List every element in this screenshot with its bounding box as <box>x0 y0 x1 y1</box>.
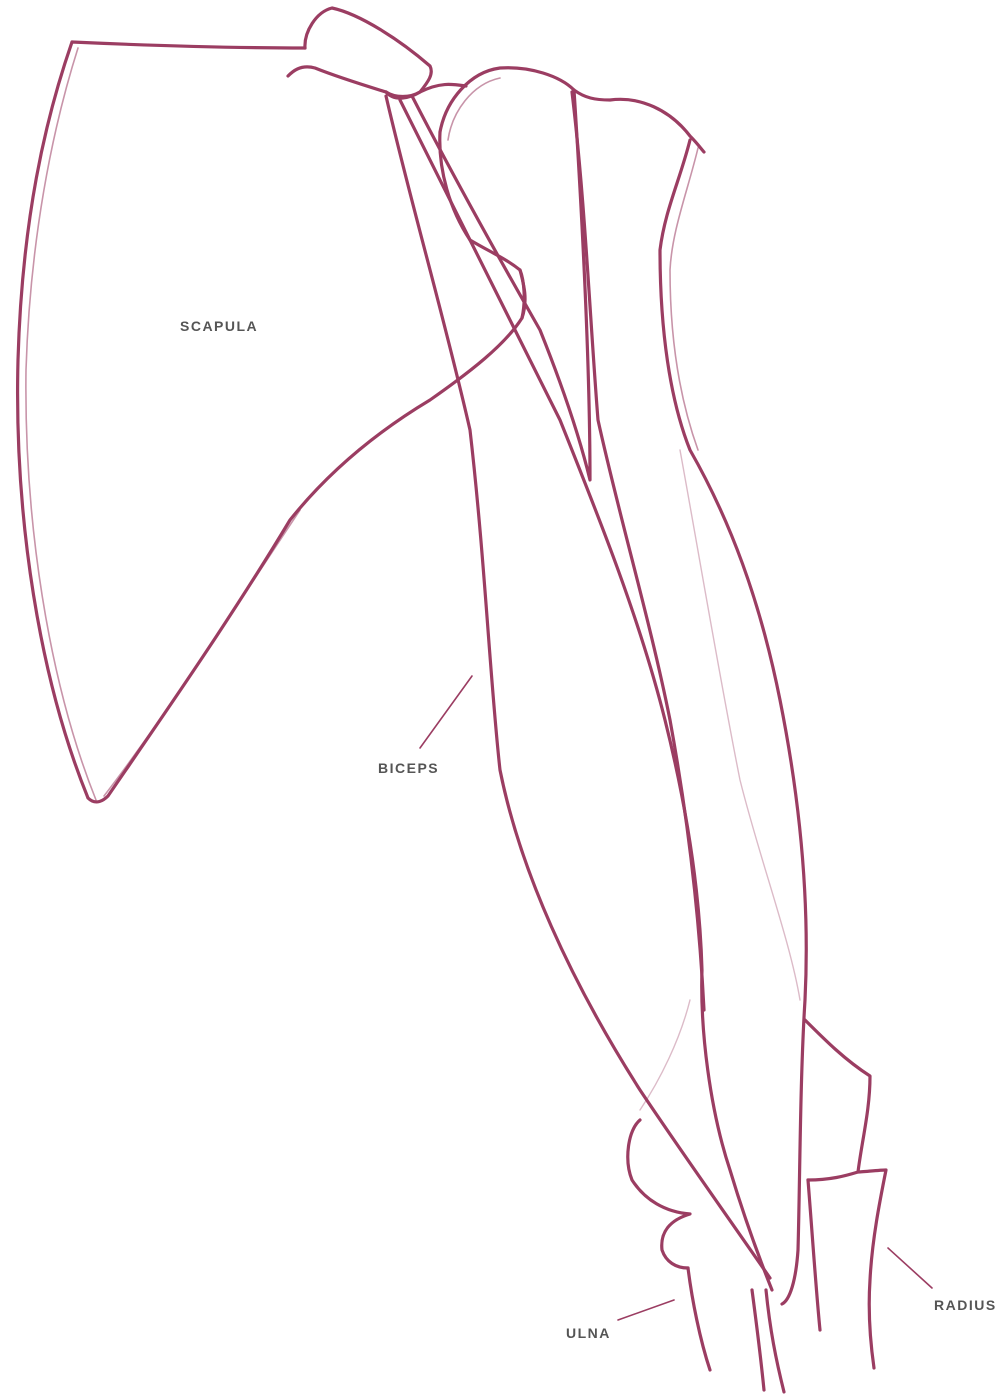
scapula-outline-secondary <box>26 48 300 800</box>
elbow-outer <box>805 1020 870 1180</box>
biceps-label: BICEPS <box>378 760 439 776</box>
acromion <box>288 8 431 97</box>
radius-bone-right <box>808 1180 820 1330</box>
biceps-leader <box>420 676 472 748</box>
radius-label: RADIUS <box>934 1297 997 1313</box>
humerus-head <box>440 68 704 152</box>
faint-guide-line-2 <box>640 1000 690 1110</box>
scapula-label: SCAPULA <box>180 318 258 334</box>
ulna-shaft <box>752 1290 784 1392</box>
ulna-bone <box>688 1268 710 1370</box>
radius-leader <box>888 1248 932 1288</box>
humerus-head-inner <box>448 78 500 140</box>
humerus-shaft-center <box>572 92 704 1010</box>
scapula-outline <box>18 42 525 802</box>
ulna-label: ULNA <box>566 1325 611 1341</box>
sketch-strokes <box>18 8 886 1392</box>
humerus-shaft-right <box>660 140 806 1304</box>
ulna-leader <box>618 1300 674 1320</box>
olecranon <box>628 1120 690 1268</box>
radius-bone-left <box>858 1170 886 1368</box>
